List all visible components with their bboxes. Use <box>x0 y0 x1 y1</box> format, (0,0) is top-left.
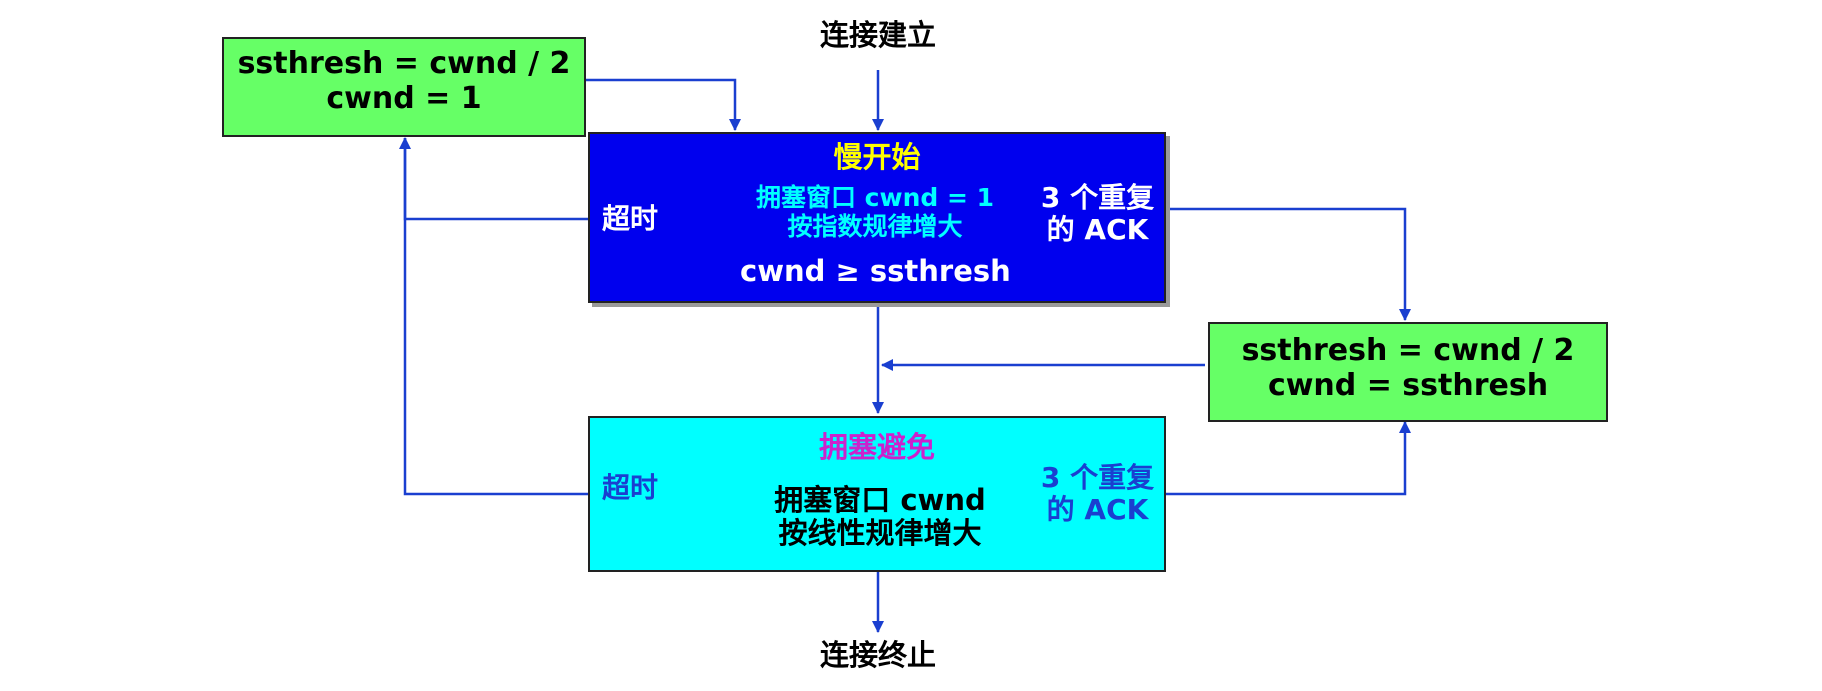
avoidance-dupack-line1: 3 个重复 <box>1040 461 1155 494</box>
slow-start-desc-line2: 按指数规律增大 <box>787 211 963 241</box>
fast-recovery-cwnd-text: cwnd = ssthresh <box>1267 367 1549 403</box>
slow-start-box: 慢开始 超时 拥塞窗口 cwnd = 1 按指数规律增大 cwnd ≥ ssth… <box>588 132 1166 303</box>
arrow-slowstart-timeout <box>399 137 588 221</box>
congestion-avoidance-box: 拥塞避免 超时 拥塞窗口 cwnd 按线性规律增大 3 个重复 的 ACK <box>588 416 1166 572</box>
congestion-avoidance-title: 拥塞避免 <box>818 430 935 464</box>
slow-start-dupack-line1: 3 个重复 <box>1040 181 1155 214</box>
connection-terminated-label: 连接终止 <box>819 638 936 672</box>
slow-start-dupack-line2: 的 ACK <box>1046 213 1149 247</box>
slow-start-desc-line1: 拥塞窗口 cwnd = 1 <box>755 183 995 212</box>
arrow-avoidance-dupack <box>1165 421 1411 496</box>
avoidance-dupack-line2: 的 ACK <box>1046 493 1149 527</box>
avoidance-desc-line1: 拥塞窗口 cwnd <box>774 483 986 517</box>
timeout-reset-box: ssthresh = cwnd / 2 cwnd = 1 <box>222 37 586 137</box>
avoidance-timeout-label: 超时 <box>602 471 659 504</box>
fast-recovery-box: ssthresh = cwnd / 2 cwnd = ssthresh <box>1208 322 1608 422</box>
arrow-slowstart-dupack <box>1165 207 1411 321</box>
slow-start-threshold-condition: cwnd ≥ ssthresh <box>740 254 1011 288</box>
reset-ssthresh-text: ssthresh = cwnd / 2 <box>237 46 571 81</box>
slow-start-timeout-label: 超时 <box>602 202 659 235</box>
arrow-avoidance-timeout <box>403 138 588 496</box>
connection-established-label: 连接建立 <box>819 18 936 52</box>
reset-cwnd-text: cwnd = 1 <box>326 80 482 116</box>
fast-recovery-ssthresh-text: ssthresh = cwnd / 2 <box>1241 333 1575 368</box>
avoidance-desc-line2: 按线性规律增大 <box>778 516 982 551</box>
arrow-reset-to-slowstart <box>585 78 741 131</box>
slow-start-title: 慢开始 <box>833 140 921 174</box>
